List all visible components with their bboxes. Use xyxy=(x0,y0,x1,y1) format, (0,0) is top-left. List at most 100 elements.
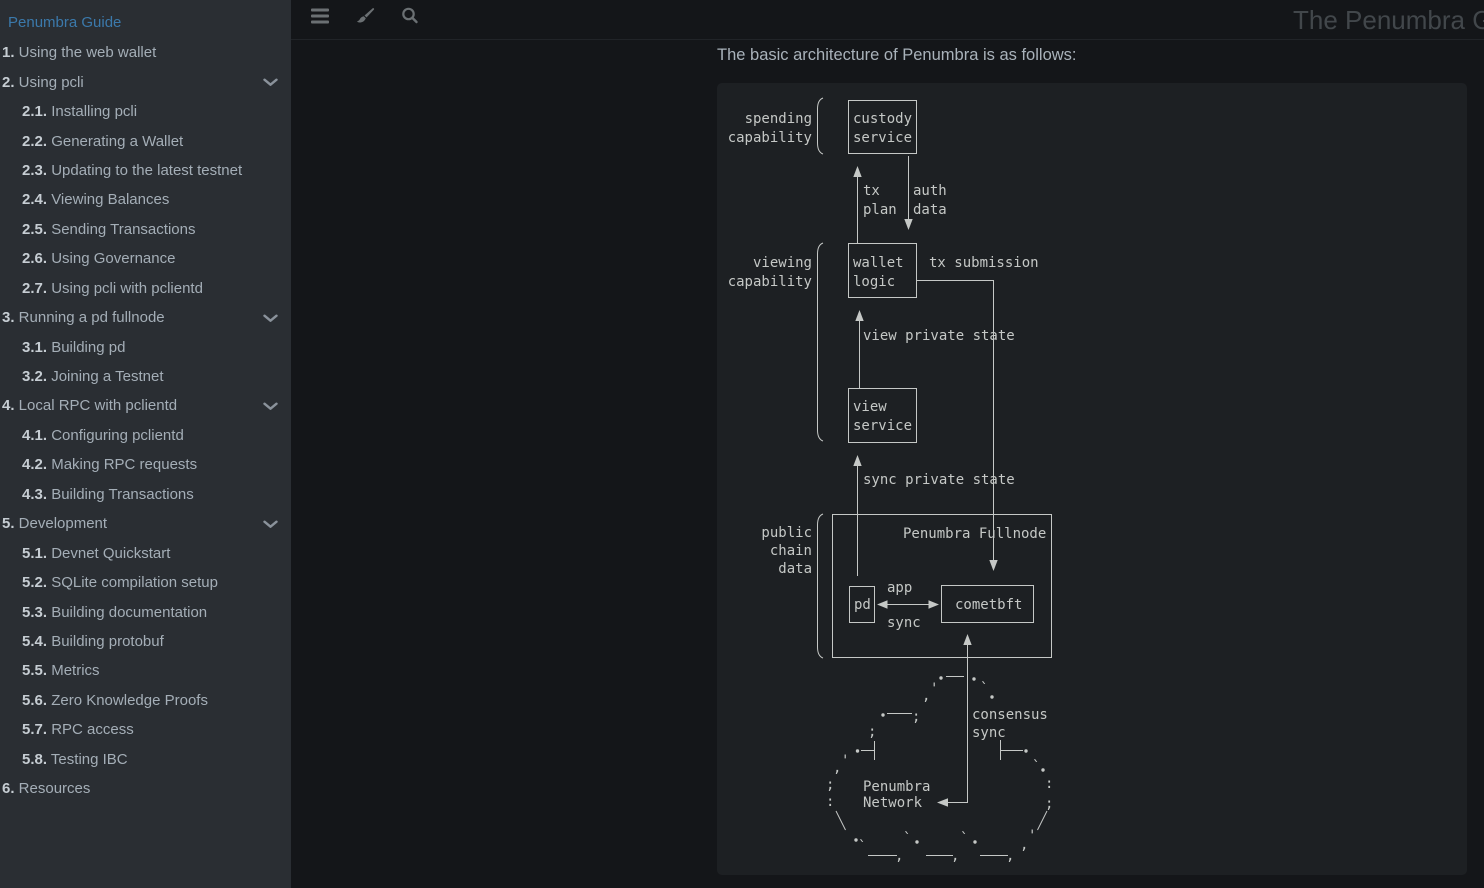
label: view private state xyxy=(863,328,1015,344)
sidebar-link[interactable]: 2.4. Viewing Balances xyxy=(22,191,170,209)
chevron-down-icon[interactable] xyxy=(263,402,278,411)
cloud-dot xyxy=(915,840,919,844)
label: spending xyxy=(745,111,812,127)
chevron-down-icon[interactable] xyxy=(263,314,278,323)
sidebar-item: 3.2. Joining a Testnet xyxy=(0,362,291,391)
cloud-ascii-glyph: ' xyxy=(841,753,849,769)
cloud-ascii-glyph: ; xyxy=(826,777,834,793)
sidebar-item: 2.6. Using Governance xyxy=(0,244,291,273)
sidebar-item: 2.4. Viewing Balances xyxy=(0,185,291,214)
sidebar-item: 3.1. Building pd xyxy=(0,332,291,361)
sidebar-item: 4. Local RPC with pclientd xyxy=(0,391,291,420)
custody-service-box xyxy=(848,100,917,154)
sidebar-link[interactable]: 1. Using the web wallet xyxy=(2,44,157,62)
label: Network xyxy=(863,795,923,811)
sidebar-item: 6. Resources xyxy=(0,774,291,803)
sidebar-link[interactable]: 5.8. Testing IBC xyxy=(22,750,128,768)
sidebar-item: 5.6. Zero Knowledge Proofs xyxy=(0,686,291,715)
label: consensus xyxy=(972,707,1048,723)
sidebar-link[interactable]: 6. Resources xyxy=(2,780,91,798)
sidebar-link[interactable]: 5.1. Devnet Quickstart xyxy=(22,544,171,562)
bracket-shapes xyxy=(817,97,824,659)
sidebar-item: 3. Running a pd fullnode xyxy=(0,303,291,332)
cloud-dot xyxy=(972,677,976,681)
sidebar-item: 5.1. Devnet Quickstart xyxy=(0,538,291,567)
label: capability xyxy=(728,274,812,290)
paint-brush-icon[interactable] xyxy=(354,5,376,27)
cometbft-box xyxy=(941,585,1034,623)
chevron-down-icon[interactable] xyxy=(263,520,278,529)
label: tx submission xyxy=(929,255,1039,271)
sidebar-link[interactable]: 5. Development xyxy=(2,515,108,533)
label: Penumbra Fullnode xyxy=(903,526,1046,542)
search-icon[interactable] xyxy=(399,5,421,27)
cloud-ascii-glyph: , xyxy=(951,848,959,864)
sidebar-item: 2.7. Using pcli with pclientd xyxy=(0,274,291,303)
cloud-dot xyxy=(855,749,860,753)
cloud-ascii-glyph: ; xyxy=(868,724,876,740)
cloud-ascii-glyph: ' xyxy=(1028,828,1036,844)
sidebar-item: 2. Using pcli xyxy=(0,67,291,96)
cloud-dot xyxy=(854,838,858,842)
label: app xyxy=(887,580,912,596)
sidebar-link[interactable]: 5.5. Metrics xyxy=(22,662,100,680)
sidebar-part-title-link[interactable]: Penumbra Guide xyxy=(8,14,122,31)
sidebar-item: 2.1. Installing pcli xyxy=(0,97,291,126)
menu-icon[interactable] xyxy=(309,5,331,27)
cloud-ascii-glyph: ` xyxy=(960,831,968,847)
diagram-boxes xyxy=(832,100,1052,658)
cloud-ascii-glyph: , xyxy=(895,848,903,864)
cloud-ascii-glyph: ; xyxy=(912,709,920,725)
sidebar-link[interactable]: 3. Running a pd fullnode xyxy=(2,309,165,327)
sidebar-link[interactable]: 4.2. Making RPC requests xyxy=(22,456,198,474)
sidebar-link[interactable]: 4.3. Building Transactions xyxy=(22,485,194,503)
sidebar-item: 4.1. Configuring pclientd xyxy=(0,421,291,450)
sidebar-link[interactable]: 4.1. Configuring pclientd xyxy=(22,426,184,444)
pd-box xyxy=(849,586,875,623)
cloud-ascii-glyph: ` xyxy=(858,839,866,855)
sidebar-item: 5.2. SQLite compilation setup xyxy=(0,568,291,597)
cloud-ascii-glyph: : xyxy=(826,794,834,810)
sidebar-link[interactable]: 3.2. Joining a Testnet xyxy=(22,368,164,386)
sidebar-item: 5.4. Building protobuf xyxy=(0,627,291,656)
sidebar-link[interactable]: 2.2. Generating a Wallet xyxy=(22,132,184,150)
sidebar-link[interactable]: 5.6. Zero Knowledge Proofs xyxy=(22,691,208,709)
chevron-down-icon[interactable] xyxy=(263,78,278,87)
label: view xyxy=(853,399,887,415)
wallet-logic-box xyxy=(848,243,917,298)
label: viewing xyxy=(753,255,812,271)
sidebar-link[interactable]: 2.7. Using pcli with pclientd xyxy=(22,279,203,297)
sidebar-link[interactable]: 5.3. Building documentation xyxy=(22,603,208,621)
sidebar-link[interactable]: 2.6. Using Governance xyxy=(22,250,176,268)
sidebar-link[interactable]: 5.7. RPC access xyxy=(22,721,134,739)
cloud-ascii-glyph: ` xyxy=(980,681,988,697)
sidebar-item: 4.3. Building Transactions xyxy=(0,480,291,509)
label: service xyxy=(853,130,912,146)
sidebar-link[interactable]: 2.3. Updating to the latest testnet xyxy=(22,161,243,179)
table-of-contents: 1. Using the web wallet 2. Using pcli 2.1.… xyxy=(0,38,291,803)
label: data xyxy=(913,202,947,218)
cloud-ascii-glyph: , xyxy=(922,688,930,704)
label: data xyxy=(778,561,812,577)
sidebar-link[interactable]: 5.2. SQLite compilation setup xyxy=(22,574,218,592)
sidebar-item: 5. Development xyxy=(0,509,291,538)
intro-paragraph: The basic architecture of Penumbra is as… xyxy=(717,46,1077,64)
sidebar-link[interactable]: 2.5. Sending Transactions xyxy=(22,220,196,238)
sidebar-link[interactable]: 3.1. Building pd xyxy=(22,338,126,356)
label: auth xyxy=(913,183,947,199)
sidebar-item: 5.7. RPC access xyxy=(0,715,291,744)
sidebar-item: 1. Using the web wallet xyxy=(0,38,291,67)
sidebar-link[interactable]: 2. Using pcli xyxy=(2,73,84,91)
sidebar-link[interactable]: 5.4. Building protobuf xyxy=(22,632,164,650)
cloud-ascii-glyph: , xyxy=(1006,848,1014,864)
menu-bar: The Penumbra Guide xyxy=(291,0,1484,40)
sidebar-link[interactable]: 2.1. Installing pcli xyxy=(22,103,138,121)
sidebar-link[interactable]: 4. Local RPC with pclientd xyxy=(2,397,178,415)
page-title: The Penumbra Guide xyxy=(1293,5,1484,35)
cloud-ascii-glyph: , xyxy=(1020,837,1028,853)
cloud-ascii-glyph: ' xyxy=(930,681,938,697)
cloud-dot xyxy=(1024,749,1028,753)
label: wallet xyxy=(853,255,904,271)
label: plan xyxy=(863,202,897,218)
cloud-dot xyxy=(881,713,885,717)
